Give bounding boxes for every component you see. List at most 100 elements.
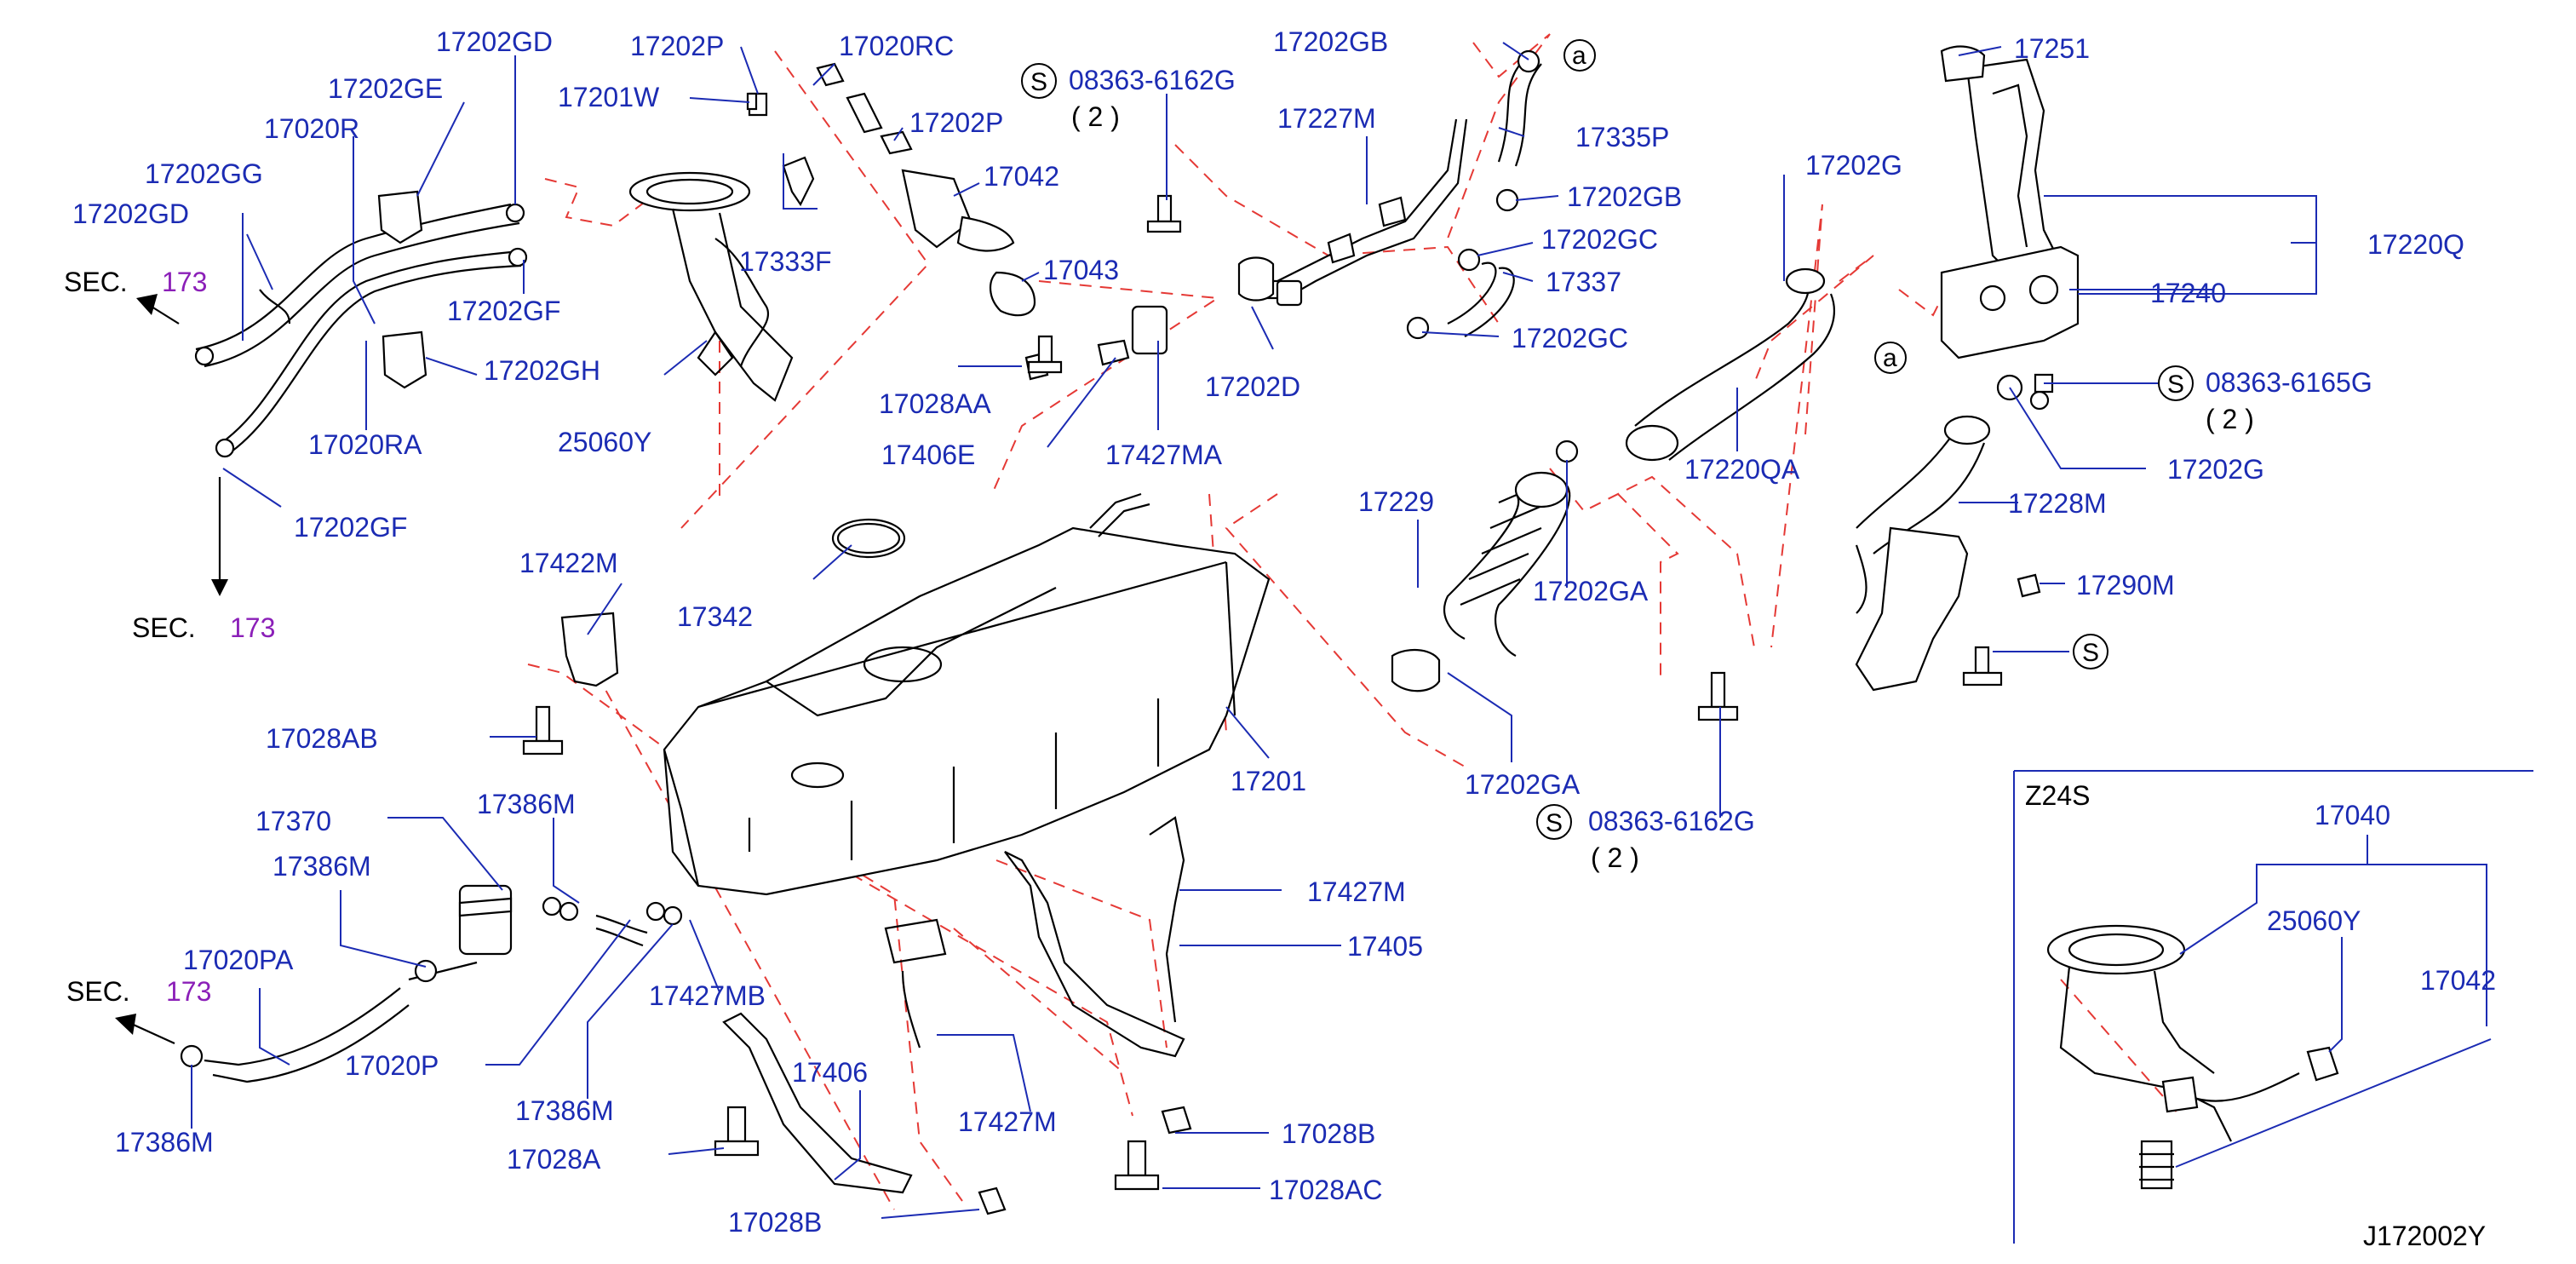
part-label-17028aa[interactable]: 17028AA [879, 388, 991, 419]
part-label-17202d[interactable]: 17202D [1205, 371, 1300, 402]
inset-title: Z24S [2025, 780, 2090, 811]
section-references: SEC. 173 SEC. 173 SEC. 173 [64, 267, 275, 1007]
part-label-17043[interactable]: 17043 [1043, 255, 1119, 285]
part-label-17202g[interactable]: 17202G [1805, 150, 1902, 181]
part-label-17220qa[interactable]: 17220QA [1684, 454, 1800, 485]
part-label-17020rc[interactable]: 17020RC [839, 31, 954, 61]
sec-ref-label: SEC. [66, 976, 130, 1007]
part-label-17427m[interactable]: 17427M [1307, 876, 1406, 907]
part-label-17028ac[interactable]: 17028AC [1269, 1175, 1382, 1205]
sec-ref-link-173[interactable]: 173 [166, 976, 211, 1007]
part-label-17406[interactable]: 17406 [792, 1057, 868, 1088]
vent-pipe-17227m [1237, 118, 1468, 307]
part-label-17202gd[interactable]: 17202GD [436, 26, 553, 57]
vent-hose-assembly [194, 190, 528, 458]
inset-frame-z24s: Z24S [2013, 770, 2533, 1244]
part-label-17202p[interactable]: 17202P [909, 107, 1003, 138]
part-label-17251[interactable]: 17251 [2014, 33, 2090, 64]
part-label-17202gd[interactable]: 17202GD [72, 198, 189, 229]
sec-ref-label: SEC. [132, 612, 196, 643]
part-label-17202gf[interactable]: 17202GF [447, 296, 560, 326]
part-label-17028a[interactable]: 17028A [507, 1144, 601, 1175]
part-label-17028b[interactable]: 17028B [1282, 1118, 1375, 1149]
part-label-17202gb[interactable]: 17202GB [1273, 26, 1388, 57]
diagram-id: J172002Y [2363, 1221, 2486, 1251]
inset-artwork [2046, 924, 2339, 1190]
part-label-17201w[interactable]: 17201W [558, 82, 660, 112]
part-label-17290m[interactable]: 17290M [2076, 570, 2175, 600]
part-label-17202ga[interactable]: 17202GA [1533, 576, 1649, 606]
part-label-17020ra[interactable]: 17020RA [308, 429, 422, 460]
part-label-17337[interactable]: 17337 [1546, 267, 1621, 297]
section-arrows [115, 294, 228, 1045]
filler-neck-17220q [1940, 45, 2080, 359]
part-label-17202gc[interactable]: 17202GC [1541, 224, 1658, 255]
part-label-17202g[interactable]: 17202G [2167, 454, 2264, 485]
part-label-17333f[interactable]: 17333F [739, 246, 832, 277]
part-label-17042[interactable]: 17042 [2420, 965, 2496, 996]
part-label-17202gc[interactable]: 17202GC [1512, 323, 1628, 353]
svg-text:S: S [1030, 68, 1047, 96]
leader-lines [191, 42, 2492, 1219]
fuel-pump-parts [746, 62, 1168, 381]
part-label-17202ge[interactable]: 17202GE [328, 73, 443, 104]
part-label-17427mb[interactable]: 17427MB [649, 980, 766, 1011]
part-label-17227m[interactable]: 17227M [1277, 103, 1376, 134]
part-label-17386m[interactable]: 17386M [515, 1095, 614, 1126]
fuel-sender-unit [628, 171, 794, 402]
part-label-17220q[interactable]: 17220Q [2367, 229, 2464, 260]
part-label-17202gb[interactable]: 17202GB [1567, 181, 1682, 212]
part-label-17202gg[interactable]: 17202GG [145, 158, 263, 189]
part-label-17202p[interactable]: 17202P [630, 31, 724, 61]
svg-text:S: S [2167, 371, 2184, 399]
part-label-17386m[interactable]: 17386M [115, 1127, 214, 1158]
bracket-17422m [560, 612, 619, 687]
tank-straps-17406 [722, 816, 1185, 1194]
part-label-08363-6165g[interactable]: 08363-6165G [2206, 367, 2372, 398]
part-label-17202ga[interactable]: 17202GA [1465, 769, 1581, 800]
part-label-17202gh[interactable]: 17202GH [484, 355, 600, 386]
svg-text:a: a [1883, 344, 1897, 372]
bolts [522, 194, 2054, 1215]
part-label-17028ab[interactable]: 17028AB [266, 723, 378, 754]
part-label-17028b[interactable]: 17028B [728, 1207, 822, 1238]
part-label-17427ma[interactable]: 17427MA [1105, 440, 1223, 470]
filler-lower-hose [1855, 374, 2050, 692]
part-label-17020pa[interactable]: 17020PA [183, 945, 294, 975]
part-label-17240[interactable]: 17240 [2150, 278, 2226, 308]
part-label-08363-6162g[interactable]: 08363-6162G [1588, 806, 1755, 836]
part-label-17020r[interactable]: 17020R [264, 113, 359, 144]
part-label-17020p[interactable]: 17020P [345, 1050, 439, 1081]
part-label-17422m[interactable]: 17422M [519, 548, 618, 578]
sec-ref-label: SEC. [64, 267, 128, 297]
svg-text:a: a [1572, 42, 1586, 70]
gasket-ring-17342 [831, 518, 906, 559]
quantity-2: ( 2 ) [2206, 404, 2254, 434]
part-label-17342[interactable]: 17342 [677, 601, 753, 632]
part-label-17042[interactable]: 17042 [984, 161, 1059, 192]
part-label-17405[interactable]: 17405 [1347, 931, 1423, 962]
part-label-17228m[interactable]: 17228M [2008, 488, 2107, 519]
quantity-2: ( 2 ) [1591, 842, 1639, 873]
quantity-2: ( 2 ) [1071, 101, 1120, 132]
part-label-17370[interactable]: 17370 [255, 806, 331, 836]
parts-artwork [115, 45, 2339, 1215]
part-label-17040[interactable]: 17040 [2315, 800, 2390, 830]
part-label-25060y[interactable]: 25060Y [2267, 905, 2361, 936]
part-label-17427m[interactable]: 17427M [958, 1106, 1057, 1137]
part-label-25060y[interactable]: 25060Y [558, 427, 651, 457]
sec-ref-link-173[interactable]: 173 [162, 267, 207, 297]
part-label-17335p[interactable]: 17335P [1575, 122, 1669, 152]
part-label-17229[interactable]: 17229 [1358, 486, 1434, 517]
svg-text:S: S [2082, 639, 2099, 667]
part-label-17201[interactable]: 17201 [1231, 766, 1306, 796]
part-label-08363-6162g[interactable]: 08363-6162G [1069, 65, 1236, 95]
part-label-17202gf[interactable]: 17202GF [294, 512, 407, 543]
part-label-17386m[interactable]: 17386M [477, 789, 576, 819]
part-label-17386m[interactable]: 17386M [273, 851, 371, 882]
part-label-17406e[interactable]: 17406E [881, 440, 975, 470]
circle-marks: a a S S S S [1021, 39, 2194, 840]
filler-hose-assembly [1391, 267, 1835, 692]
sec-ref-link-173[interactable]: 173 [230, 612, 275, 643]
